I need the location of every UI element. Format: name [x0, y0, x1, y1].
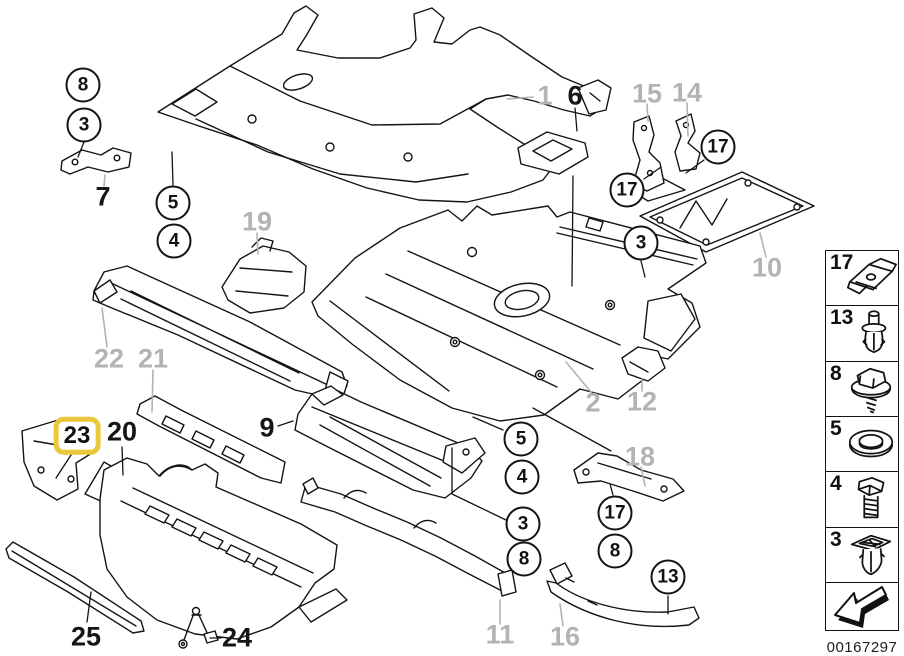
- legend-item-5: 5: [825, 415, 899, 473]
- legend-item-3: 3: [825, 526, 899, 584]
- legend-item-13: 13: [825, 305, 899, 363]
- callout-label-24[interactable]: 24: [221, 622, 253, 653]
- part-pins-24-art: [178, 606, 219, 649]
- callout-label-14[interactable]: 14: [671, 77, 703, 108]
- leader-lines-black: [55, 107, 705, 639]
- callout-label-20[interactable]: 20: [106, 416, 138, 447]
- callout-circle-8[interactable]: 8: [65, 67, 101, 103]
- callout-label-6[interactable]: 6: [567, 80, 583, 111]
- clip-nut-icon: [846, 257, 897, 295]
- washer-icon: [848, 429, 894, 458]
- part-bracket-7-art: [60, 147, 132, 175]
- callout-circle-3[interactable]: 3: [505, 506, 541, 542]
- part-duct-22-art: [92, 265, 349, 399]
- expansion-rivet-icon: [861, 310, 887, 354]
- leader-lines-gray: [101, 96, 767, 627]
- fastener-legend: 17 13 8: [825, 250, 899, 631]
- expansion-nut-icon: [850, 534, 892, 575]
- callout-label-2[interactable]: 2: [585, 387, 601, 418]
- legend-item-label: 5: [830, 416, 842, 440]
- callout-label-1[interactable]: 1: [537, 80, 553, 111]
- callout-circle-4[interactable]: 4: [504, 459, 540, 495]
- callout-circle-13[interactable]: 13: [650, 559, 686, 595]
- callout-label-23-highlighted[interactable]: 23: [53, 416, 101, 456]
- legend-item-17: 17: [825, 250, 899, 307]
- callout-label-9[interactable]: 9: [259, 412, 275, 443]
- part-duct-9-art: [294, 385, 486, 499]
- callout-circle-8[interactable]: 8: [506, 541, 542, 577]
- part-cover-12-art: [621, 346, 666, 382]
- document-number: 00167297: [826, 639, 898, 656]
- legend-item-4: 4: [825, 471, 899, 529]
- legend-item-label: 3: [830, 527, 842, 551]
- callout-label-18[interactable]: 18: [624, 441, 656, 472]
- callout-circle-8[interactable]: 8: [597, 533, 633, 569]
- callout-circle-5[interactable]: 5: [155, 185, 191, 221]
- front-left-arrow-icon: [834, 585, 889, 628]
- part-arch-16-art: [546, 562, 700, 628]
- part-shield-10-art: [639, 171, 815, 253]
- screw-washer-icon: [850, 367, 892, 414]
- part-rail-21-art: [136, 395, 286, 484]
- legend-item-label: 4: [830, 472, 842, 496]
- callout-label-21[interactable]: 21: [137, 343, 169, 374]
- legend-item-label: 8: [830, 361, 842, 385]
- legend-item-label: 13: [830, 306, 854, 330]
- callout-label-22[interactable]: 22: [93, 343, 125, 374]
- callout-circle-17[interactable]: 17: [609, 172, 645, 208]
- part-strip-11-art: [300, 477, 517, 597]
- callout-circle-17[interactable]: 17: [597, 495, 633, 531]
- callout-circle-3[interactable]: 3: [623, 225, 659, 261]
- callout-label-16[interactable]: 16: [549, 621, 581, 652]
- hex-bolt-icon: [857, 477, 885, 519]
- legend-item-label: 17: [830, 251, 854, 274]
- callout-label-10[interactable]: 10: [751, 252, 783, 283]
- callout-circle-17[interactable]: 17: [700, 129, 736, 165]
- part-front-shield-art: [157, 5, 612, 203]
- callout-label-19[interactable]: 19: [241, 206, 273, 237]
- callout-circle-4[interactable]: 4: [156, 223, 192, 259]
- callout-circle-3[interactable]: 3: [66, 107, 102, 143]
- part-bracket-6-art: [517, 131, 589, 175]
- callout-label-25[interactable]: 25: [70, 621, 102, 652]
- legend-direction-arrow: [825, 581, 899, 631]
- part-strip-25-art: [5, 541, 145, 634]
- callout-label-12[interactable]: 12: [626, 386, 658, 417]
- legend-item-8: 8: [825, 360, 899, 418]
- callout-label-7[interactable]: 7: [95, 181, 111, 212]
- callout-circle-5[interactable]: 5: [503, 421, 539, 457]
- part-panel-20-art: [84, 457, 348, 640]
- callout-label-15[interactable]: 15: [631, 78, 663, 109]
- callout-label-11[interactable]: 11: [485, 619, 515, 650]
- part-panel-19-art: [221, 237, 307, 314]
